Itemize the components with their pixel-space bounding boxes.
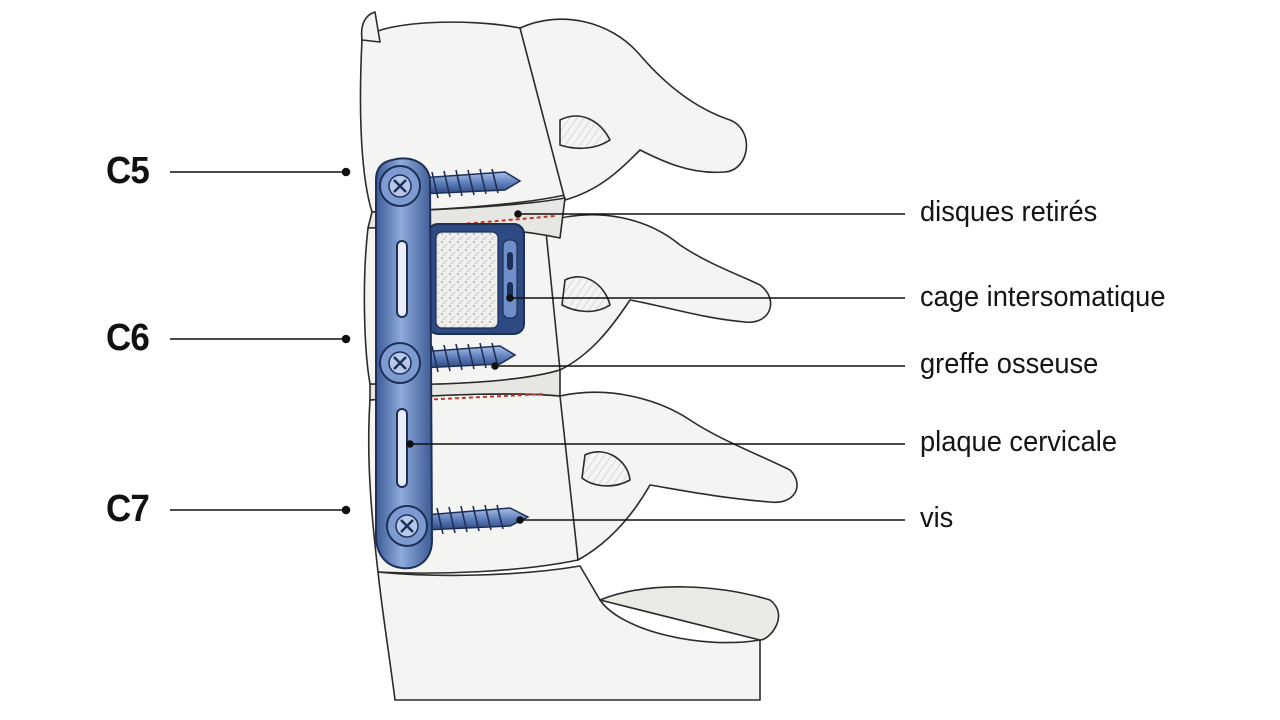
label-screws: vis [920,502,954,534]
screw-c6 [419,342,517,373]
label-interbody-cage: cage intersomatique [920,281,1166,313]
label-removed-discs: disques retirés [920,196,1098,228]
cervical-plate [375,157,434,570]
label-cervical-plate: plaque cervicale [920,426,1118,458]
label-c7: C7 [106,488,150,530]
label-c6: C6 [106,317,150,359]
vertebra-c5-upper-process [519,18,748,201]
screw-head-c5 [379,165,421,207]
label-leaders [406,210,905,524]
screw-head-c7 [386,505,428,547]
vertebra-lower [377,565,761,701]
screw-head-c6 [379,342,421,384]
level-leaders [170,167,351,515]
interbody-cage [427,223,525,335]
bone-graft-fill [435,231,499,329]
vertebra-c6-process [544,213,772,371]
label-c5: C5 [106,150,150,192]
vertebra-c7-process [559,391,798,561]
label-bone-graft: greffe osseuse [920,348,1099,380]
